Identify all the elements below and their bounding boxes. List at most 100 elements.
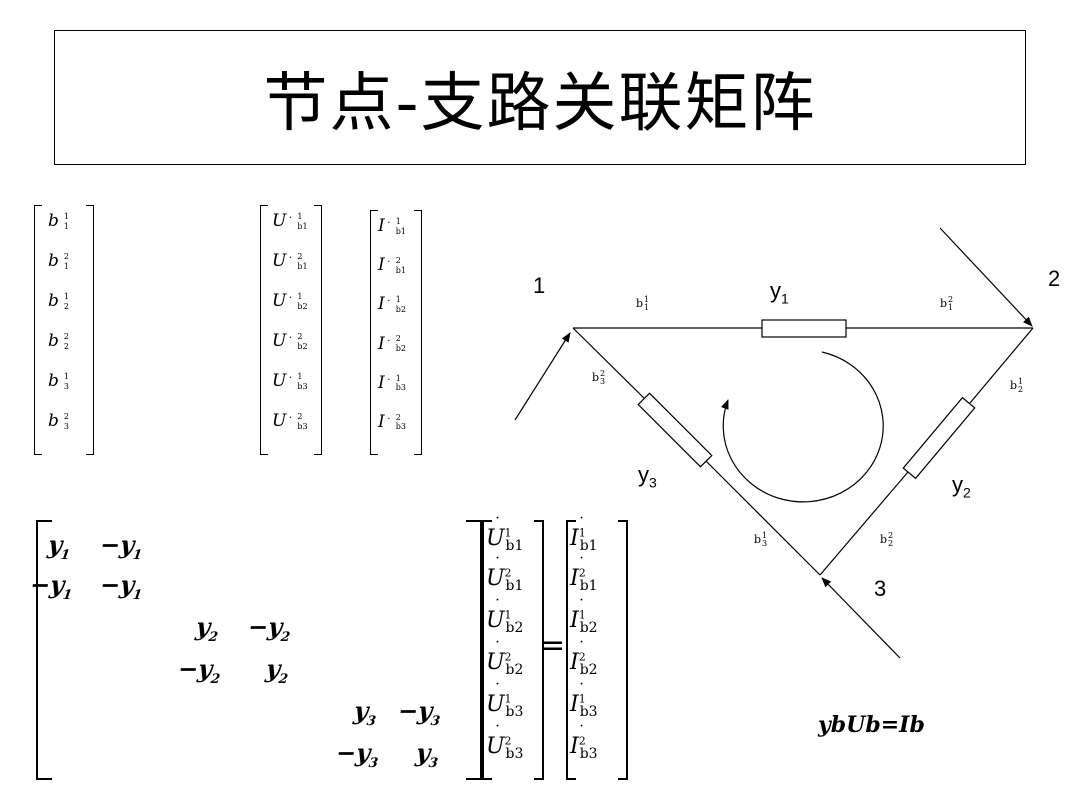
i-vector-sub: b2 [579, 620, 598, 637]
vector-i-sup: 2 [395, 412, 401, 422]
u-vector-sup: 1 [504, 692, 512, 706]
u-vector-symbol: U [486, 526, 505, 551]
branch-label-base: b [940, 297, 948, 310]
branch-label-base: b [1010, 379, 1018, 392]
i-vector-entry: I˙1b1 [570, 514, 598, 555]
u-vector-entry: U˙ 1b1 [486, 514, 524, 555]
u-vector-sup: 1 [504, 608, 512, 622]
y1-label: y1 [770, 278, 789, 307]
vector-u-sup: 1 [297, 291, 303, 301]
branch-label-sup: 1 [644, 295, 650, 304]
arrow-node-2 [939, 227, 1033, 327]
vector-u-symbol: U [272, 211, 287, 231]
phasor-dot: ˙ [492, 514, 500, 533]
branch-label-sub: 1 [644, 303, 650, 312]
u-vector-entry: U˙2b1 [486, 554, 523, 594]
vector-u-sup: 2 [297, 331, 303, 341]
loop-arrow [721, 351, 884, 503]
equation-yb-ub-ib: ybUb=Ib [818, 712, 925, 738]
vector-i-sub: b3 [395, 422, 406, 432]
phasor-dot: ˙ [576, 638, 584, 657]
wire-left-bottom [705, 460, 821, 576]
vector-b-sup: 1 [63, 371, 69, 381]
u-vector-sub: b3 [505, 704, 524, 721]
node-3-label: 3 [874, 576, 887, 601]
vector-u-sup: 2 [297, 251, 303, 261]
vector-b-sup: 2 [63, 251, 69, 261]
i-vector-sub: b3 [579, 704, 598, 721]
vector-u-sub: b2 [297, 341, 308, 351]
vector-u-symbol: U [272, 331, 287, 351]
vector-b-symbol: b [48, 211, 59, 231]
vector-i-symbol: I [378, 333, 385, 354]
i-vector-symbol: I [570, 608, 579, 633]
branch-label-sup: 2 [888, 531, 894, 540]
node-1-label: 1 [533, 273, 546, 298]
u-vector-entry: U˙2b2 [486, 638, 524, 679]
branch-label-sup: 1 [1018, 377, 1024, 386]
phasor-dot: ˙ [384, 220, 391, 234]
vector-b-sup: 2 [63, 331, 69, 341]
phasor-dot: ˙ [492, 680, 500, 699]
i-vector-sup: 1 [578, 526, 586, 540]
resistor-y2 [902, 396, 976, 480]
arrow-node-1 [514, 332, 571, 421]
u-vector-sub: b2 [505, 662, 524, 679]
u-vector-bracket-left [482, 520, 492, 780]
matrix-bracket-left [36, 520, 52, 780]
vector-i-sup: 1 [395, 295, 401, 305]
phasor-dot: ˙ [384, 376, 391, 391]
i-vector-sub: b2 [579, 662, 598, 679]
phasor-dot: ˙ [576, 722, 584, 741]
u-vector-sup: 1 [504, 526, 512, 540]
i-vector-symbol: I [570, 526, 579, 551]
u-vector-sup: 2 [504, 566, 512, 580]
i-vector-bracket-right [618, 520, 628, 780]
wire-right-bottom [819, 471, 909, 576]
vector-b-symbol: b [48, 371, 59, 391]
phasor-dot: ˙ [384, 298, 391, 313]
equation-text: ybUb=Ib [818, 712, 925, 738]
branch-label-sub: 1 [948, 303, 954, 312]
vector-b-sub: 1 [63, 261, 69, 271]
phasor-dot: ˙ [492, 554, 500, 573]
y2-label: y2 [952, 472, 971, 501]
phasor-dot: ˙ [576, 596, 584, 615]
u-vector-sub: b1 [505, 538, 524, 555]
i-vector-sub: b1 [579, 538, 598, 555]
wire-right-top [969, 327, 1034, 404]
i-vector-sup: 1 [578, 608, 586, 622]
u-vector-symbol: U [486, 650, 505, 675]
vector-b-sub: 3 [63, 421, 69, 431]
branch-label-sub: 3 [600, 377, 606, 386]
phasor-dot: ˙ [576, 514, 584, 533]
phasor-dot: ˙ [286, 215, 293, 229]
vector-i-sup: 2 [395, 256, 401, 266]
vector-u-sub: b3 [297, 421, 308, 431]
vector-i-symbol: I [378, 372, 385, 393]
i-vector-symbol: I [570, 734, 579, 759]
vector-b-sup: 1 [63, 291, 69, 301]
equals-sign: = [540, 628, 566, 663]
phasor-dot: ˙ [492, 638, 500, 657]
phasor-dot: ˙ [286, 295, 293, 309]
u-vector-entry: U˙1b2 [486, 596, 523, 636]
phasor-dot: ˙ [286, 255, 293, 269]
vector-b-sup: 1 [63, 211, 69, 221]
